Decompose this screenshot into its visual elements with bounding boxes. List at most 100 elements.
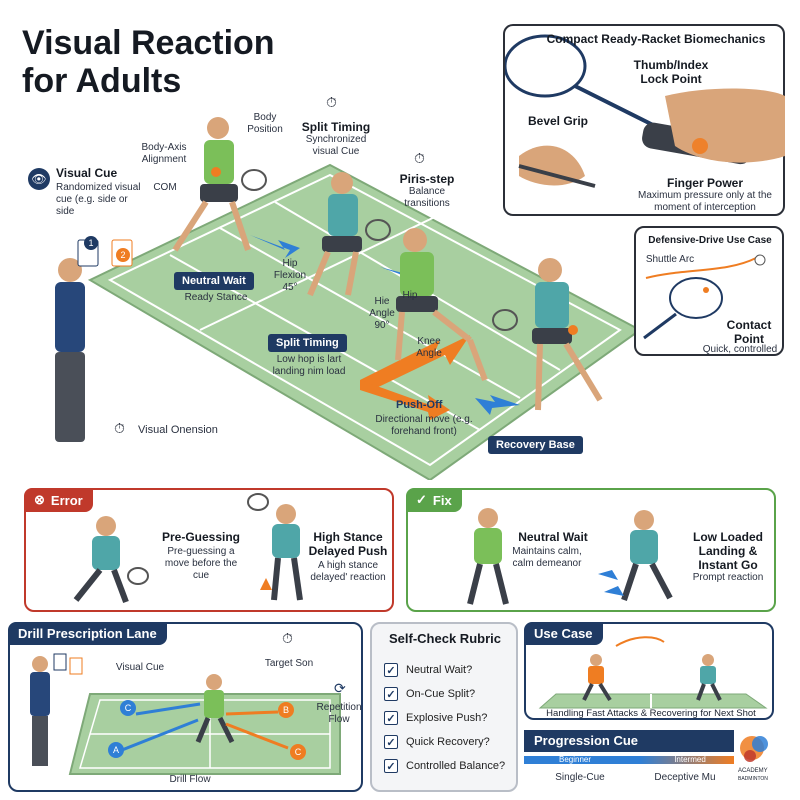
checkbox-checked-icon[interactable]: ✓	[384, 759, 398, 773]
player-recovery	[532, 258, 603, 411]
checkbox-checked-icon[interactable]: ✓	[384, 711, 398, 725]
check-circle-icon: ✓	[416, 492, 427, 507]
rubric-list: ✓Neutral Wait? ✓On-Cue Split? ✓Explosive…	[384, 658, 516, 778]
ready-stance-label: Ready Stance	[184, 292, 248, 303]
fix-panel: ✓ Fix Neutral Wait Maintains calm, calm …	[406, 488, 776, 612]
drill-flow-label: Drill Flow	[169, 774, 211, 785]
visual-cue-desc: Randomized visual cue (e.g. side or side	[56, 182, 141, 217]
error-panel: ⊗ Error Pre-Guessing Pre-guessing a move…	[24, 488, 394, 612]
error-label: Error	[50, 492, 83, 508]
split-timing-top-title: Split Timing	[301, 120, 371, 134]
drill-marker-c: C	[120, 700, 136, 716]
svg-text:BADMINTON: BADMINTON	[738, 776, 768, 782]
high-stance-figure	[247, 493, 303, 601]
body-position-label: Body Position	[247, 112, 283, 135]
player-split-timing	[307, 172, 391, 297]
high-stance-desc: A high stance delayed' reaction	[310, 560, 386, 583]
close-circle-icon: ⊗	[34, 492, 45, 507]
split-timing-badge: Split Timing	[268, 334, 347, 352]
drill-panel: Drill Prescription Lane C A B C Visual C…	[8, 622, 363, 792]
repetition-label: Repetition Flow	[316, 702, 362, 725]
grip-panel-title: Compact Ready-Racket Biomechanics	[546, 32, 766, 46]
piris-step-title: Piris-step	[399, 172, 455, 186]
recovery-base-badge: Recovery Base	[488, 436, 583, 454]
player-neutral-wait	[172, 117, 267, 252]
grip-illustration	[505, 34, 785, 188]
high-stance-title: High Stance Delayed Push	[308, 530, 388, 558]
drill-marker-c2: C	[290, 744, 306, 760]
intermediate-label: Intermed	[674, 755, 706, 764]
stopwatch-icon: ⏱	[326, 94, 337, 110]
body-axis-label: Body-Axis Alignment	[141, 142, 187, 165]
use-case-caption: Handling Fast Attacks & Recovering for N…	[546, 708, 756, 719]
target-label: Target Son	[264, 658, 314, 669]
checkbox-checked-icon[interactable]: ✓	[384, 735, 398, 749]
defense-illustration	[643, 254, 766, 340]
pre-guessing-figure	[73, 516, 149, 604]
contact-desc: Quick, controlled	[702, 344, 778, 355]
repeat-icon: ⟳	[334, 680, 346, 696]
drill-marker-b: B	[278, 702, 294, 718]
checkbox-checked-icon[interactable]: ✓	[384, 687, 398, 701]
defense-panel: Defensive-Drive Use Case Shuttle Arc Con…	[634, 226, 784, 356]
rubric-item[interactable]: ✓Neutral Wait?	[384, 658, 516, 682]
player-push-off	[395, 228, 518, 382]
beginner-label: Beginner	[558, 755, 592, 764]
loaded-landing-desc: Prompt reaction	[692, 572, 764, 583]
split-timing-top-desc: Synchronized visual Cue	[305, 134, 367, 157]
neutral-wait-title: Neutral Wait	[518, 530, 588, 544]
piris-step-desc: Balance transitions	[404, 186, 450, 209]
progression-title: Progression Cue	[524, 730, 734, 752]
defense-panel-title: Defensive-Drive Use Case	[648, 235, 772, 246]
cue-card-2: 2	[116, 248, 130, 262]
loaded-landing-title: Low Loaded Landing & Instant Go	[693, 530, 763, 572]
rubric-item[interactable]: ✓Quick Recovery?	[384, 730, 516, 754]
use-case-illustration	[538, 636, 768, 709]
neutral-wait-badge: Neutral Wait	[174, 272, 254, 290]
split-timing-desc: Low hop is lart landing nim load	[272, 354, 346, 377]
hip-flexion-label: Hip Flexion 45°	[273, 258, 307, 293]
single-cue-label: Single-Cue	[555, 772, 605, 783]
hero-illustration	[55, 117, 640, 480]
svg-text:ACADEMY: ACADEMY	[738, 768, 768, 774]
finger-power-label: Finger Power	[666, 176, 743, 190]
pre-guessing-title: Pre-Guessing	[161, 530, 241, 544]
use-case-panel: Use Case Handling Fast Attacks & Recover…	[524, 622, 774, 720]
rubric-title: Self-Check Rubric	[389, 631, 501, 646]
visual-onension-label: Visual Onension	[138, 424, 218, 436]
grip-panel: Compact Ready-Racket Biomechanics Thumb/…	[503, 24, 785, 216]
bevel-grip-label: Bevel Grip	[527, 114, 589, 128]
stopwatch-icon: ⏱	[114, 420, 125, 436]
contact-point-label: Contact Point	[726, 318, 772, 346]
pre-guessing-desc: Pre-guessing a move before the cue	[164, 546, 238, 581]
deceptive-label: Deceptive Mu	[654, 772, 716, 783]
push-off-title: Push-Off	[396, 399, 443, 411]
stopwatch-icon: ⏱	[282, 630, 293, 646]
rubric-item[interactable]: ✓Explosive Push?	[384, 706, 516, 730]
use-case-title: Use Case	[524, 622, 603, 645]
rubric-item[interactable]: ✓On-Cue Split?	[384, 682, 516, 706]
shuttle-arc-label: Shuttle Arc	[645, 254, 695, 265]
drill-visual-cue-label: Visual Cue	[115, 662, 165, 673]
push-off-desc: Directional move (e.g. forehand front)	[375, 414, 473, 437]
error-header: ⊗ Error	[24, 488, 93, 512]
drill-illustration	[30, 653, 341, 775]
finger-power-desc: Maximum pressure only at the moment of i…	[638, 190, 772, 213]
rubric-item[interactable]: ✓Controlled Balance?	[384, 754, 516, 778]
hip-angle-label: Hie Angle 90°	[369, 296, 395, 331]
com-label: COM	[153, 182, 177, 193]
cue-card-1: 1	[84, 236, 98, 250]
loaded-landing-figure	[598, 510, 673, 601]
eye-icon: 👁	[28, 168, 50, 190]
progression-bar	[524, 756, 734, 764]
fix-label: Fix	[432, 492, 452, 508]
neutral-wait-figure	[467, 508, 509, 605]
drill-panel-title: Drill Prescription Lane	[8, 622, 167, 645]
thumb-lock-label: Thumb/Index Lock Point	[633, 58, 709, 86]
stopwatch-icon: ⏱	[414, 150, 425, 166]
checkbox-checked-icon[interactable]: ✓	[384, 663, 398, 677]
knee-angle-label: Knee Angle	[416, 336, 442, 359]
rubric-panel: Self-Check Rubric ✓Neutral Wait? ✓On-Cue…	[370, 622, 518, 792]
hip-label: Hip	[402, 290, 418, 301]
page-title: Visual Reaction for Adults	[22, 24, 275, 100]
